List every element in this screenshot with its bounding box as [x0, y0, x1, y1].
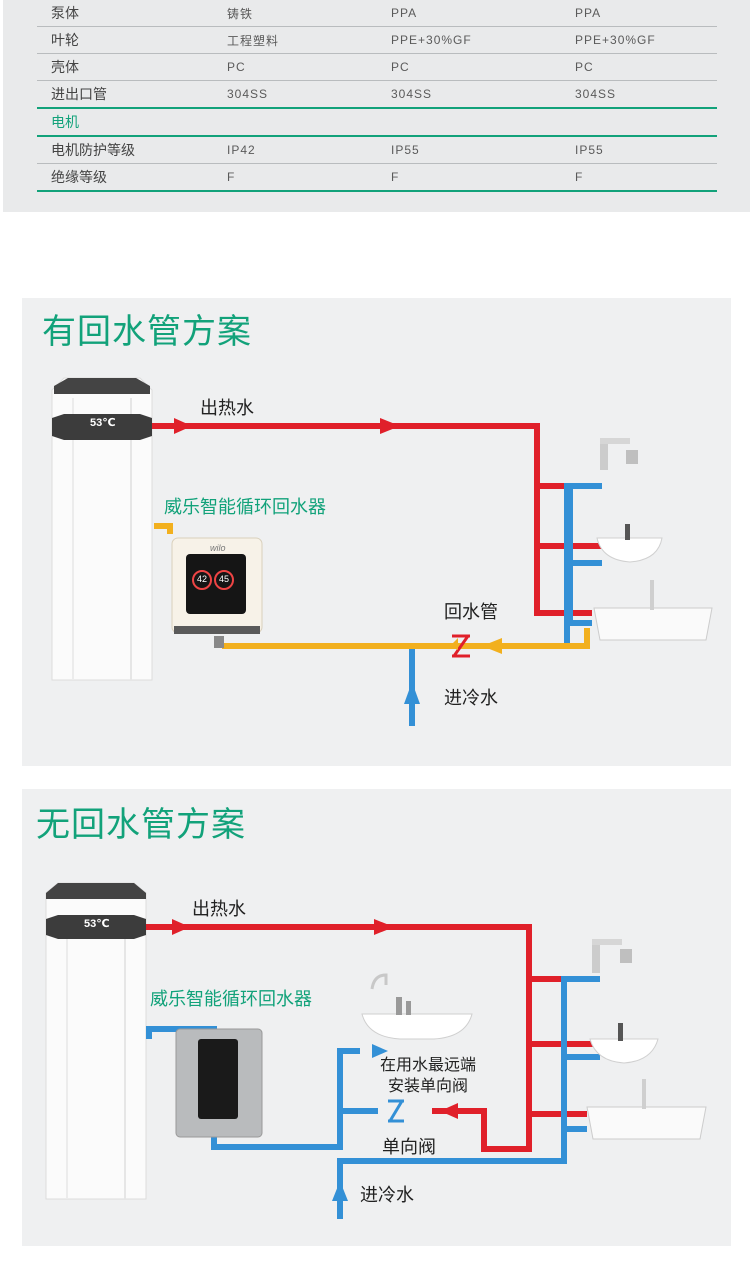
spec-cell: 工程塑料 [223, 26, 387, 54]
kitchen-sink-icon [586, 1079, 707, 1140]
sink-basin-icon [589, 1023, 659, 1064]
hot-arrow-2 [380, 418, 400, 434]
cold-water-in-label: 进冷水 [444, 688, 498, 708]
valve-note-line2: 安装单向阀 [387, 1078, 468, 1095]
spec-cell: 铸铁 [223, 0, 387, 27]
return-pipe-label: 回水管 [444, 602, 498, 622]
hot-water-out-label: 出热水 [200, 398, 254, 418]
valve-note-line1: 在用水最远端 [379, 1057, 476, 1074]
spec-cell: F [223, 163, 387, 192]
spec-cell: PC [571, 53, 717, 81]
pump-display-left: 42 [197, 574, 208, 584]
spec-cell: F [571, 163, 717, 192]
scheme-with-return-title: 有回水管方案 [42, 313, 252, 351]
cold-arrow [332, 1181, 348, 1201]
cold-water-pipes [146, 976, 600, 1219]
spec-section-row: 电机 [37, 108, 717, 137]
heater-temp-readout: 53℃ [84, 918, 110, 930]
spec-section-label: 电机 [37, 108, 717, 137]
spec-cell: PC [223, 53, 387, 81]
spec-row-label: 壳体 [37, 53, 223, 81]
tall-faucet-icon [600, 438, 638, 470]
spec-row-label: 电机防护等级 [37, 136, 223, 164]
valve-note: 在用水最远端 安装单向阀 [358, 1055, 498, 1097]
kitchen-sink-icon [593, 580, 713, 641]
pump-name-label: 威乐智能循环回水器 [150, 989, 312, 1009]
water-heater-tank [45, 882, 147, 1200]
spec-cell: PC [387, 53, 571, 81]
spec-cell: 304SS [223, 80, 387, 109]
spec-row-label: 泵体 [37, 0, 223, 27]
spec-cell: 304SS [387, 80, 571, 109]
pump-name-label: 威乐智能循环回水器 [164, 497, 326, 517]
spec-cell: IP55 [387, 136, 571, 164]
pump-display-right: 45 [219, 574, 230, 584]
spec-cell: IP42 [223, 136, 387, 164]
scheme-without-return-title: 无回水管方案 [36, 806, 246, 844]
tall-faucet-icon [592, 939, 632, 973]
scheme-without-return-diagram [45, 882, 707, 1219]
spec-cell: PPE+30%GF [571, 26, 717, 54]
pump-unit [171, 537, 263, 648]
spec-cell: F [387, 163, 571, 192]
return-pipe [154, 523, 590, 649]
hot-water-out-label: 出热水 [192, 899, 246, 919]
spec-cell: PPE+30%GF [387, 26, 571, 54]
spec-cell: 304SS [571, 80, 717, 109]
cold-arrow-2 [372, 1044, 388, 1058]
pump-brand-logo: wilo [210, 543, 226, 553]
cold-water-pipes [409, 483, 602, 726]
cold-arrow [404, 682, 420, 704]
pump-unit [146, 1027, 263, 1138]
spec-cell: IP55 [571, 136, 717, 164]
water-heater-tank [51, 377, 153, 681]
hot-arrow-3 [440, 1103, 458, 1119]
check-valve-icon [450, 634, 470, 658]
spec-cell: PPA [387, 0, 571, 27]
heater-temp-readout: 53℃ [90, 417, 116, 429]
hot-arrow-1 [174, 418, 192, 434]
return-arrow [482, 638, 502, 654]
scheme-with-return-diagram [51, 377, 713, 726]
check-valve-icon [388, 1099, 404, 1123]
scheme-without-return-panel: 无回水管方案 53℃ 出热水 威乐智能循环回水器 在用水最远端 安装单向阀 单向… [22, 789, 731, 1246]
heater-display-band [46, 915, 146, 939]
bathtub-icon [361, 973, 473, 1040]
spec-cell: PPA [571, 0, 717, 27]
spec-row-label: 绝缘等级 [37, 163, 223, 192]
sink-basin-icon [596, 524, 663, 563]
check-valve-label: 单向阀 [382, 1137, 436, 1157]
heater-display-band [52, 414, 152, 440]
hot-arrow-2 [374, 919, 394, 935]
cold-water-in-label: 进冷水 [360, 1185, 414, 1205]
spec-row-label: 进出口管 [37, 80, 223, 109]
scheme-with-return-panel: 有回水管方案 53℃ 出热水 威乐智能循环回水器 wilo 42 45 回水管 … [22, 298, 731, 766]
spec-row-label: 叶轮 [37, 26, 223, 54]
hot-arrow-1 [172, 919, 190, 935]
